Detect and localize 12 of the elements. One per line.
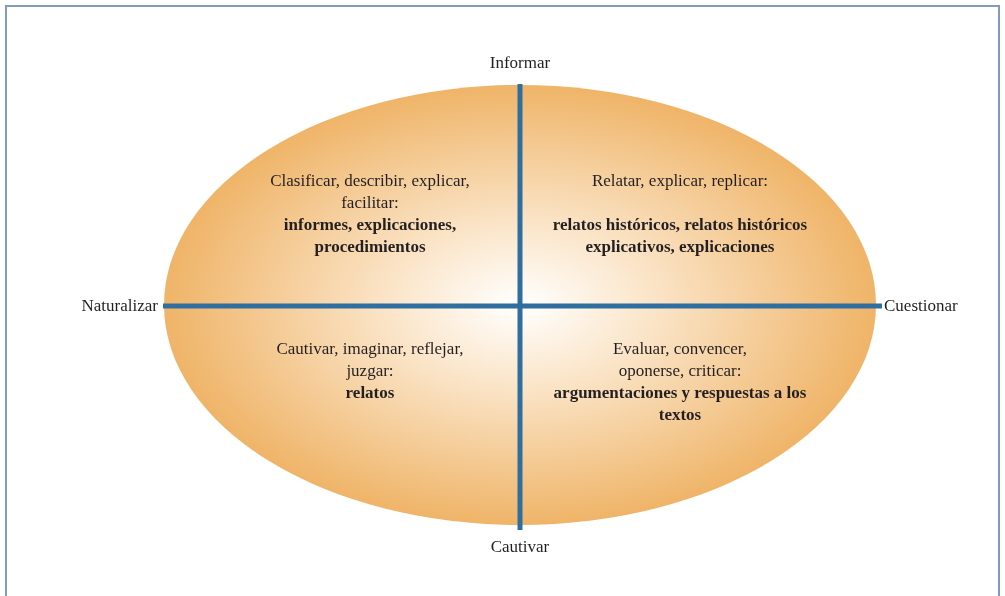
axis-label: Cautivar (489, 536, 551, 558)
axis-label: Informar (488, 52, 552, 74)
quadrant-text: argumentaciones y respuestas a los textos (552, 382, 808, 426)
quadrant-text: Evaluar, convencer, oponerse, criticar: (611, 338, 749, 382)
axis-label: Cuestionar (884, 295, 959, 317)
quadrant-text: relatos históricos, relatos históricos explicativos, explicaciones (551, 214, 809, 258)
quadrant-text: relatos (344, 382, 396, 404)
quadrant-text: Relatar, explicar, replicar: (590, 170, 770, 192)
quadrant-text: Cautivar, imaginar, reflejar, juzgar: (275, 338, 465, 382)
quadrant-text: Clasificar, describir, explicar, facilitar: (270, 170, 470, 214)
quadrant-text: informes, explicaciones, procedimientos (282, 214, 458, 258)
axis-label: Naturalizar (80, 295, 158, 317)
